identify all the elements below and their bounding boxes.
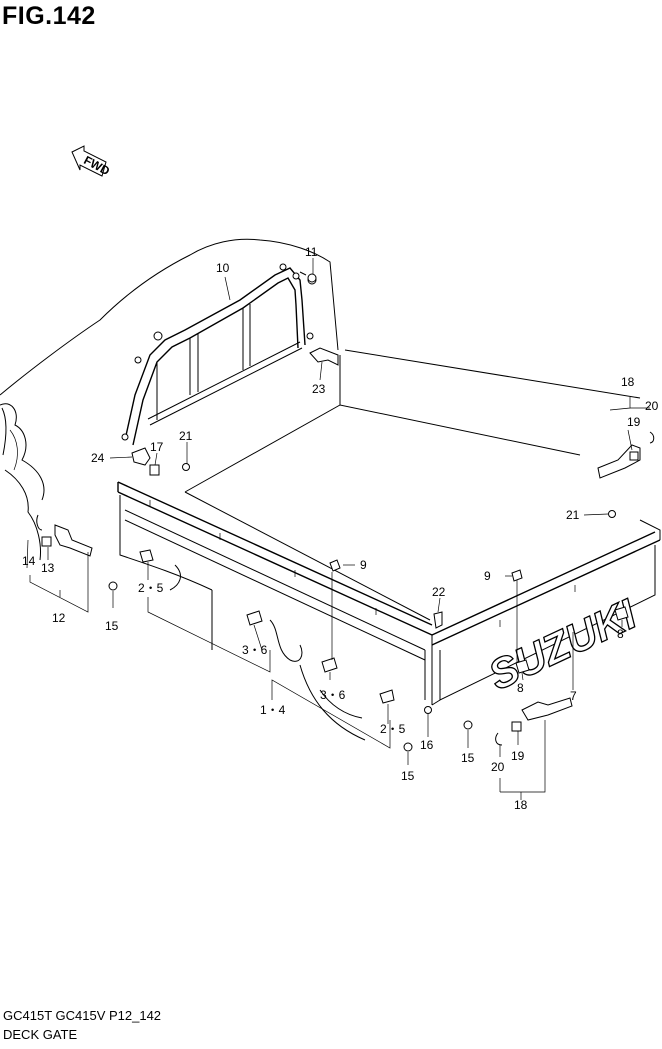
callout-19-bottom: 19 [511,749,525,763]
brand-text: SUZUKI [481,590,644,699]
leader-lines [26,258,650,800]
callout-2-5-top: 2・5 [138,581,164,595]
callout-16: 16 [420,738,434,752]
callout-18-top: 18 [621,375,635,389]
callout-19-top: 19 [627,415,641,429]
callout-21-left: 21 [179,429,193,443]
callout-23: 23 [312,382,326,396]
callout-3-6-top: 3・6 [242,643,268,657]
callout-20-bottom: 20 [491,760,505,774]
callout-15-mid: 15 [401,769,415,783]
callout-8-right: 8 [617,627,624,641]
deck-floor [184,349,641,621]
callout-15-left: 15 [105,619,119,633]
callout-9-left: 9 [360,558,367,572]
callout-8-mid: 8 [517,681,524,695]
callout-labels: 10 11 23 24 17 21 21 18 20 19 14 13 12 1… [22,245,659,812]
callout-12: 12 [52,611,66,625]
callout-7: 7 [570,689,577,703]
callout-14: 14 [22,554,36,568]
callout-2-5-bottom: 2・5 [380,722,406,736]
footer-name: DECK GATE [3,1027,78,1042]
callout-18-bottom: 18 [514,798,528,812]
callout-20-top: 20 [645,399,659,413]
callout-11: 11 [305,245,318,259]
callout-15-right: 15 [461,751,475,765]
fwd-label: FWD [81,153,112,178]
fwd-arrow-icon: FWD [71,145,112,178]
side-gate [117,481,433,741]
footer-model: GC415T GC415V P12_142 [3,1008,162,1023]
headboard-frame [121,263,317,446]
callout-22: 22 [432,585,446,599]
cab-outline [0,238,339,561]
callout-17: 17 [150,440,164,454]
callout-21-right: 21 [566,508,580,522]
callout-1-4: 1・4 [260,703,286,717]
small-parts [36,271,655,752]
callout-3-6-bottom: 3・6 [320,688,346,702]
callout-9-right: 9 [484,569,491,583]
figure-title: FIG.142 [2,2,96,30]
callout-10: 10 [216,261,230,275]
callout-24: 24 [91,451,105,465]
callout-13: 13 [41,561,55,575]
